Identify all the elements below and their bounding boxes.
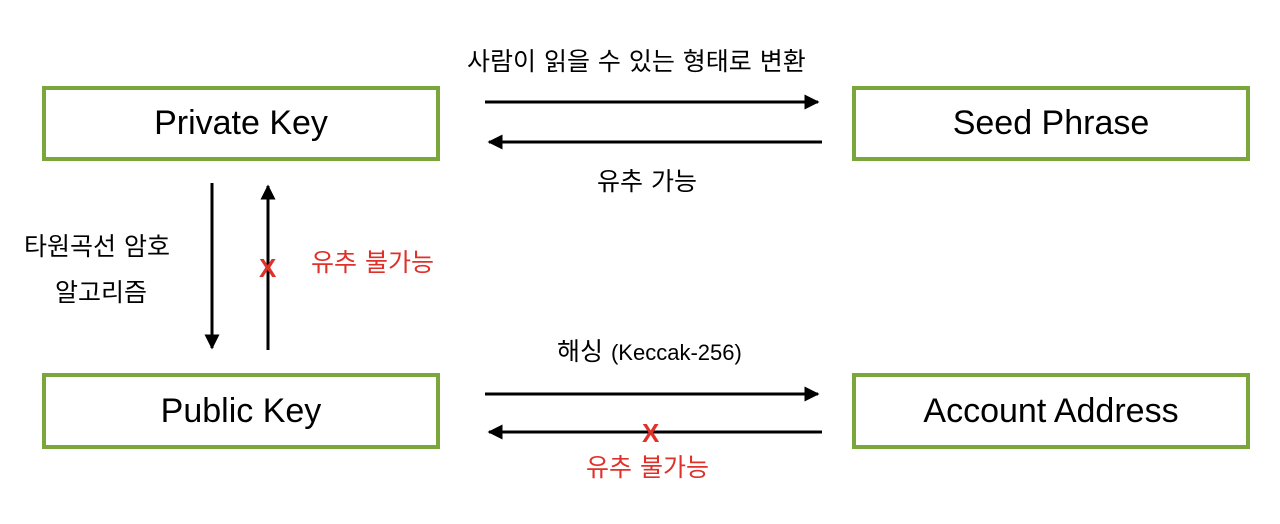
public-key-label: Public Key <box>160 391 322 430</box>
label-curve-line1: 타원곡선 암호 <box>24 232 170 261</box>
seed-phrase-label: Seed Phrase <box>952 104 1150 142</box>
blocked-x-icon-horizontal: X <box>642 418 660 448</box>
account-address-box: Account Address <box>852 373 1250 449</box>
label-hashing: 해싱 (Keccak-256) <box>557 337 742 367</box>
label-from-seed: 유추 가능 <box>597 167 697 196</box>
label-reverse-curve: 유추 불가능 <box>311 248 434 277</box>
private-key-box: Private Key <box>42 86 440 161</box>
blocked-x-icon-vertical: X <box>259 253 277 283</box>
account-address-label: Account Address <box>923 391 1179 430</box>
public-key-box: Public Key <box>42 373 440 449</box>
label-curve-line2: 알고리즘 <box>55 278 148 307</box>
label-reverse-hash: 유추 불가능 <box>586 453 709 482</box>
seed-phrase-box: Seed Phrase <box>852 86 1250 161</box>
label-to-seed: 사람이 읽을 수 있는 형태로 변환 <box>467 47 806 76</box>
label-hash-algo: (Keccak-256) <box>610 340 742 365</box>
label-hash-main: 해싱 <box>557 337 604 366</box>
private-key-label: Private Key <box>154 104 328 142</box>
